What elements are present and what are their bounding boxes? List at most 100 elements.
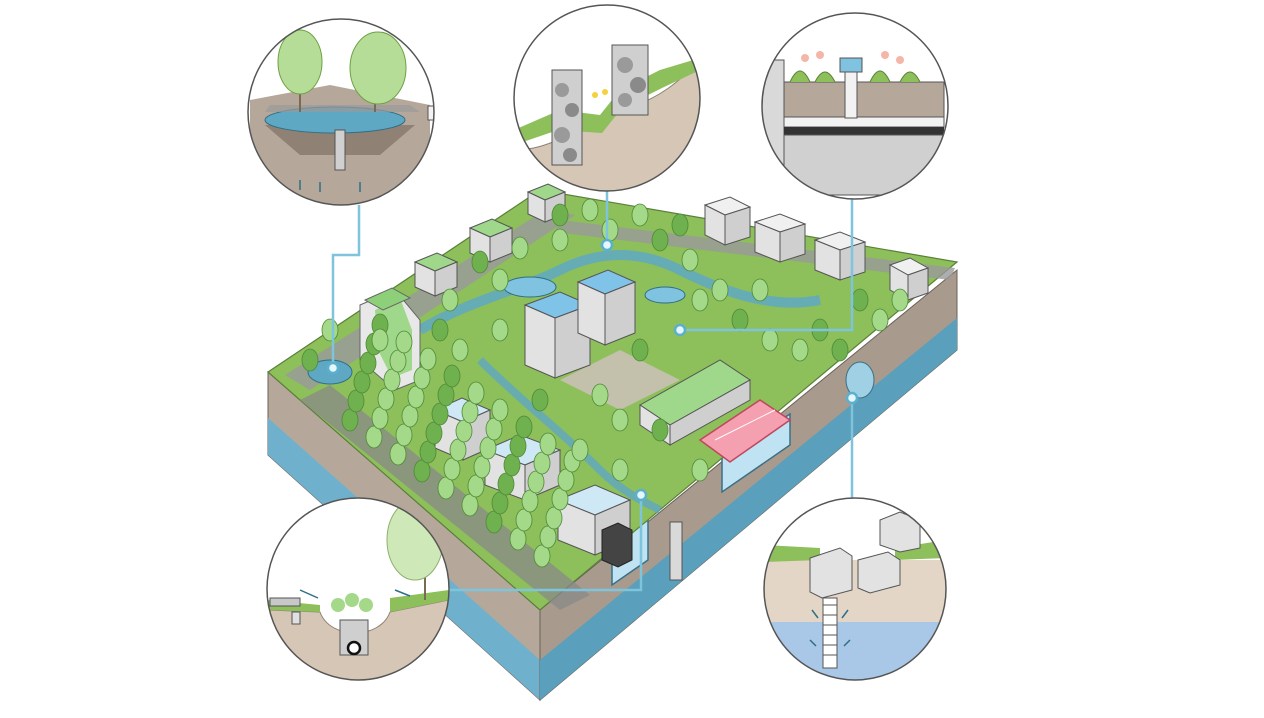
tree xyxy=(851,288,869,312)
callout-bioretention-pond xyxy=(247,18,435,206)
tree xyxy=(389,442,407,466)
tree xyxy=(681,248,699,272)
gabion-wall-icon xyxy=(514,5,700,191)
tree xyxy=(437,383,455,407)
leader-bioretention xyxy=(331,205,361,368)
tree xyxy=(551,487,569,511)
tree xyxy=(831,338,849,362)
green-roof-icon xyxy=(762,13,948,199)
tree xyxy=(533,544,551,568)
tree xyxy=(407,385,425,409)
tree xyxy=(651,228,669,252)
tree xyxy=(631,203,649,227)
tree xyxy=(691,288,709,312)
tree xyxy=(545,506,563,530)
tree xyxy=(611,408,629,432)
tree xyxy=(383,368,401,392)
tree xyxy=(301,348,319,372)
tree xyxy=(461,493,479,517)
tree xyxy=(377,387,395,411)
tree xyxy=(471,250,489,274)
tree xyxy=(419,440,437,464)
tree xyxy=(437,476,455,500)
tree xyxy=(503,453,521,477)
tree xyxy=(491,491,509,515)
drainage-cabinet xyxy=(669,521,683,581)
tree xyxy=(371,328,389,352)
leader-green-roof xyxy=(680,199,854,332)
tree xyxy=(491,268,509,292)
tree xyxy=(353,370,371,394)
tree xyxy=(401,404,419,428)
tree xyxy=(571,438,589,462)
callout-bioswale xyxy=(266,497,450,681)
tree xyxy=(461,400,479,424)
callout-gabion-wall xyxy=(513,4,701,192)
tree xyxy=(425,421,443,445)
tree xyxy=(347,389,365,413)
tree xyxy=(515,508,533,532)
tree xyxy=(451,338,469,362)
tree xyxy=(395,423,413,447)
tree xyxy=(359,351,377,375)
leader-lines xyxy=(331,191,854,592)
tree xyxy=(521,489,539,513)
tree xyxy=(473,455,491,479)
center-pond xyxy=(503,276,557,298)
tree xyxy=(431,402,449,426)
tree xyxy=(761,328,779,352)
tree xyxy=(389,349,407,373)
tree xyxy=(591,383,609,407)
tree xyxy=(431,318,449,342)
callout-green-roof xyxy=(761,12,949,200)
tree xyxy=(449,438,467,462)
tree xyxy=(671,213,689,237)
tree xyxy=(791,338,809,362)
tree xyxy=(531,388,549,412)
tree xyxy=(485,417,503,441)
tree xyxy=(751,278,769,302)
tree xyxy=(557,468,575,492)
bioswale-icon xyxy=(267,498,449,680)
tree xyxy=(691,458,709,482)
side-pond xyxy=(644,286,686,304)
infiltration-well-icon xyxy=(764,498,946,680)
tree xyxy=(341,408,359,432)
tree xyxy=(891,288,909,312)
tree xyxy=(491,398,509,422)
tree xyxy=(581,198,599,222)
tree xyxy=(321,318,339,342)
retention-tank xyxy=(845,361,875,399)
tree xyxy=(611,458,629,482)
tree xyxy=(511,236,529,260)
tree xyxy=(413,366,431,390)
tree xyxy=(551,228,569,252)
pond-detail-icon xyxy=(248,20,434,205)
tree xyxy=(601,218,619,242)
leader-bioswale xyxy=(448,495,643,592)
blue-roof-tower-2 xyxy=(576,269,637,346)
tree xyxy=(365,425,383,449)
tree xyxy=(497,472,515,496)
tree xyxy=(651,418,669,442)
sports-court xyxy=(698,399,792,463)
tree xyxy=(533,451,551,475)
tree xyxy=(491,318,509,342)
tree xyxy=(467,474,485,498)
tree xyxy=(539,432,557,456)
tree xyxy=(419,347,437,371)
tree xyxy=(509,434,527,458)
tree xyxy=(371,406,389,430)
tree xyxy=(395,330,413,354)
tree xyxy=(413,459,431,483)
tree xyxy=(539,525,557,549)
tree xyxy=(711,278,729,302)
tree xyxy=(455,419,473,443)
tree xyxy=(731,308,749,332)
tree xyxy=(527,470,545,494)
leader-nodes xyxy=(326,238,859,502)
tree xyxy=(485,510,503,534)
tree xyxy=(551,203,569,227)
tree xyxy=(509,527,527,551)
